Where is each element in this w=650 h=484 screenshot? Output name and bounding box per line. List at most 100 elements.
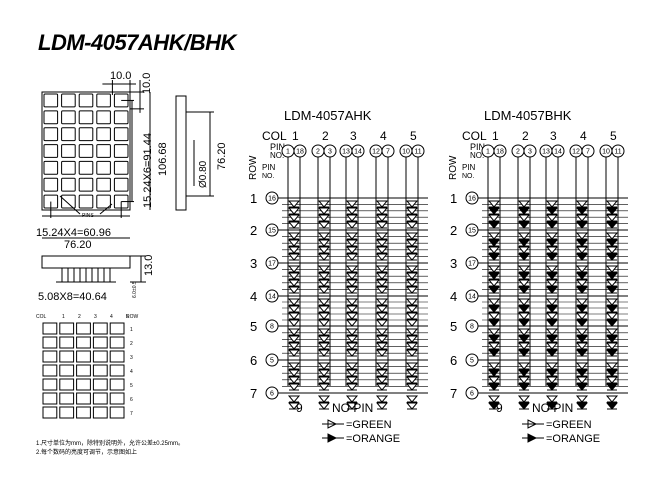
small-grid-cell [76, 364, 91, 377]
schematic-a-col-pin: 18 [296, 149, 304, 156]
schematic-b-col-pin: 18 [496, 149, 504, 156]
schematic-a-led [317, 279, 331, 287]
schematic-b-led [545, 362, 559, 370]
schematic-a-row-num: 2 [250, 223, 257, 238]
schematic-a-led [405, 342, 419, 350]
schematic-b-led [605, 214, 619, 222]
schematic-b-led [487, 265, 501, 273]
schematic-b-led [575, 286, 589, 294]
schematic-b-led [545, 265, 559, 273]
schematic-b-led [517, 376, 531, 384]
schematic-a-led [345, 200, 359, 208]
schematic-a-row-no-label: NO. [262, 173, 275, 180]
schematic-a-led [405, 298, 419, 306]
small-grid-cell [76, 378, 91, 391]
schematic-b-led [517, 232, 531, 240]
schematic-a-led [317, 362, 331, 370]
schematic-a-led [345, 312, 359, 320]
small-grid-row-num: 1 [130, 327, 133, 333]
schematic-b-led [605, 272, 619, 280]
schematic-b-led [487, 383, 501, 391]
schematic-a-row-pin: 17 [268, 261, 276, 268]
schematic-a-row-num: 1 [250, 191, 257, 206]
schematic-a-led [405, 279, 419, 287]
schematic-b-led [487, 200, 501, 208]
schematic-b-led [517, 369, 531, 377]
front-view-segment [61, 160, 76, 175]
schematic-b-led [605, 369, 619, 377]
schematic-b-row-pin: 17 [468, 261, 476, 268]
schematic-b-led [517, 319, 531, 327]
schematic-b-led [487, 402, 501, 410]
schematic-a-led [405, 312, 419, 320]
schematic-a-led [317, 319, 331, 327]
schematic-a-led [375, 312, 389, 320]
schematic-a-col-pin: 7 [386, 149, 390, 156]
schematic-a-col-num: 1 [292, 129, 299, 143]
schematic-a-led [317, 265, 331, 273]
schematic-a-col-label: COL [262, 129, 287, 143]
schematic-a-led [375, 272, 389, 280]
schematic-a-row-pin: 14 [268, 294, 276, 301]
small-grid-cell [109, 392, 125, 405]
schematic-a-led [375, 221, 389, 229]
schematic-a-led [405, 232, 419, 240]
schematic-b-led [487, 207, 501, 215]
schematic-a-led [375, 335, 389, 343]
schematic-b-led [545, 286, 559, 294]
schematic-a-led [317, 305, 331, 313]
schematic-a-led [287, 246, 301, 254]
schematic-b-row-pin: 5 [470, 358, 474, 365]
front-view-segment [113, 144, 129, 158]
schematic-a-led [345, 342, 359, 350]
schematic-a-led [287, 253, 301, 261]
front-view-segment [96, 160, 111, 175]
schematic-b-led [545, 272, 559, 280]
schematic-a-led [317, 376, 331, 384]
front-view-segment [61, 110, 76, 125]
small-grid-col-num: 3 [94, 314, 97, 320]
schematic-b-led [487, 279, 501, 287]
schematic-b-led [575, 246, 589, 254]
small-grid-col-num: 2 [78, 314, 81, 320]
schematic-b-led [605, 383, 619, 391]
schematic-b-led [487, 312, 501, 320]
schematic-a-led [287, 402, 301, 410]
schematic-a-row-pin: 16 [268, 196, 276, 203]
schematic-a-bottom-pin: 9 [296, 401, 303, 415]
front-view-segment [96, 93, 111, 108]
schematic-b-led [545, 246, 559, 254]
schematic-b-led [487, 362, 501, 370]
small-grid-row-num: 4 [130, 369, 133, 375]
schematic-a-led [345, 362, 359, 370]
front-view-segment [43, 160, 59, 175]
schematic-b-row-pin: 15 [468, 228, 476, 235]
schematic-a-led [345, 214, 359, 222]
schematic-a-led [345, 328, 359, 336]
schematic-a-led [287, 349, 301, 357]
schematic-a-led [287, 286, 301, 294]
schematic-a-led [287, 395, 301, 403]
schematic-a-col-pin: 14 [354, 149, 362, 156]
small-grid-cell [92, 364, 108, 377]
schematic-b-led [487, 376, 501, 384]
schematic-b-led [575, 265, 589, 273]
schematic-a-row-num: 5 [250, 319, 257, 334]
front-view-segment [43, 110, 59, 125]
schematic-a-led [405, 265, 419, 273]
schematic-b-led [575, 221, 589, 229]
front-view-segment [61, 177, 76, 192]
schematic-b-led [575, 319, 589, 327]
dim-total-height: 106.68 [157, 142, 169, 176]
small-grid-col-label: COL [36, 314, 47, 320]
small-grid-cell [59, 336, 75, 349]
schematic-b-led [487, 349, 501, 357]
small-grid-cell [76, 350, 91, 363]
schematic-b-no-label: NO. [470, 151, 484, 160]
front-view-segment [96, 144, 111, 158]
schematic-b-led [545, 319, 559, 327]
schematic-b-led [605, 319, 619, 327]
small-grid-cell [59, 364, 75, 377]
schematic-a-led [405, 207, 419, 215]
schematic-a-led [345, 239, 359, 247]
